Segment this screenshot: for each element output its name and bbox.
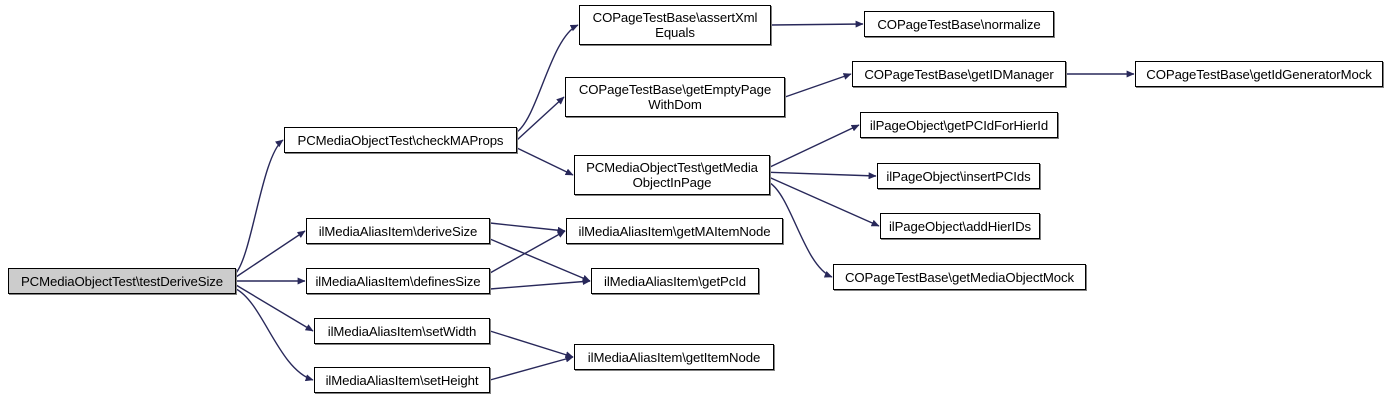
graph-node-getMediaObjectMock[interactable]: COPageTestBase\getMediaObjectMock <box>833 264 1086 290</box>
graph-node-label: PCMediaObjectTest\getMedia ObjectInPage <box>586 160 758 190</box>
graph-node-testDeriveSize[interactable]: PCMediaObjectTest\testDeriveSize <box>8 268 236 294</box>
graph-node-addHierIDs[interactable]: ilPageObject\addHierIDs <box>880 213 1040 239</box>
graph-node-label: ilPageObject\addHierIDs <box>888 218 1032 234</box>
graph-edge-definesSize-to-getPcId <box>489 278 591 290</box>
graph-node-label: COPageTestBase\assertXml Equals <box>592 10 758 40</box>
graph-node-label: COPageTestBase\getIDManager <box>864 66 1054 82</box>
graph-node-label: COPageTestBase\getIdGeneratorMock <box>1146 66 1372 82</box>
graph-node-label: ilMediaAliasItem\definesSize <box>315 273 481 289</box>
graph-node-assertXmlEquals[interactable]: COPageTestBase\assertXml Equals <box>579 5 771 45</box>
graph-node-label: ilMediaAliasItem\getItemNode <box>587 349 761 365</box>
graph-edge-getMediaObjectInPage-to-insertPCIds <box>769 171 877 180</box>
graph-edge-setHeight-to-getItemNode <box>489 355 574 381</box>
graph-node-label: ilMediaAliasItem\getPcId <box>604 273 746 289</box>
graph-node-setWidth[interactable]: ilMediaAliasItem\setWidth <box>314 318 490 344</box>
graph-edge-setWidth-to-getItemNode <box>489 330 574 359</box>
graph-node-label: COPageTestBase\getEmptyPage WithDom <box>578 82 772 112</box>
graph-node-getEmptyPageWithDom[interactable]: COPageTestBase\getEmptyPage WithDom <box>565 77 785 117</box>
graph-edge-testDeriveSize-to-checkMAProps <box>235 139 284 274</box>
graph-node-getItemNode[interactable]: ilMediaAliasItem\getItemNode <box>574 344 774 370</box>
graph-node-setHeight[interactable]: ilMediaAliasItem\setHeight <box>314 367 490 393</box>
graph-node-getPcId[interactable]: ilMediaAliasItem\getPcId <box>591 268 759 294</box>
graph-node-label: ilMediaAliasItem\deriveSize <box>318 223 478 239</box>
graph-node-getMediaObjectInPage[interactable]: PCMediaObjectTest\getMedia ObjectInPage <box>574 155 770 195</box>
graph-edge-testDeriveSize-to-setHeight <box>235 288 314 382</box>
graph-edge-testDeriveSize-to-setWidth <box>235 284 314 332</box>
graph-node-label: COPageTestBase\getMediaObjectMock <box>844 269 1075 285</box>
graph-node-getIDManager[interactable]: COPageTestBase\getIDManager <box>852 61 1066 87</box>
graph-node-label: PCMediaObjectTest\testDeriveSize <box>20 273 224 289</box>
graph-node-getIdGeneratorMock[interactable]: COPageTestBase\getIdGeneratorMock <box>1135 61 1383 87</box>
graph-node-definesSize[interactable]: ilMediaAliasItem\definesSize <box>306 268 490 294</box>
graph-edge-getEmptyPageWithDom-to-getIDManager <box>784 73 852 98</box>
graph-edge-definesSize-to-getMAItemNode <box>489 230 566 274</box>
graph-node-label: ilMediaAliasItem\setWidth <box>327 323 477 339</box>
graph-node-label: ilPageObject\getPCIdForHierId <box>869 117 1049 133</box>
graph-edge-deriveSize-to-getMAItemNode <box>489 222 566 234</box>
graph-node-label: ilMediaAliasItem\getMAItemNode <box>578 223 771 239</box>
graph-node-checkMAProps[interactable]: PCMediaObjectTest\checkMAProps <box>284 127 517 153</box>
graph-edge-deriveSize-to-getPcId <box>489 238 591 282</box>
graph-node-getPCIdForHierId[interactable]: ilPageObject\getPCIdForHierId <box>860 112 1058 138</box>
graph-node-normalize[interactable]: COPageTestBase\normalize <box>864 11 1054 37</box>
graph-node-getMAItemNode[interactable]: ilMediaAliasItem\getMAItemNode <box>566 218 783 244</box>
graph-edge-testDeriveSize-to-deriveSize <box>235 230 306 278</box>
graph-node-label: ilMediaAliasItem\setHeight <box>325 372 479 388</box>
graph-edge-getMediaObjectInPage-to-addHierIDs <box>769 177 880 227</box>
graph-edge-checkMAProps-to-getMediaObjectInPage <box>516 147 574 176</box>
graph-node-label: PCMediaObjectTest\checkMAProps <box>297 132 504 148</box>
graph-edge-getMediaObjectInPage-to-getPCIdForHierId <box>769 124 860 168</box>
graph-node-deriveSize[interactable]: ilMediaAliasItem\deriveSize <box>306 218 490 244</box>
graph-edge-assertXmlEquals-to-normalize <box>770 20 864 28</box>
graph-node-insertPCIds[interactable]: ilPageObject\insertPCIds <box>877 163 1040 189</box>
graph-edge-checkMAProps-to-getEmptyPageWithDom <box>516 96 565 141</box>
graph-node-label: ilPageObject\insertPCIds <box>886 168 1031 184</box>
graph-node-label: COPageTestBase\normalize <box>877 16 1041 32</box>
